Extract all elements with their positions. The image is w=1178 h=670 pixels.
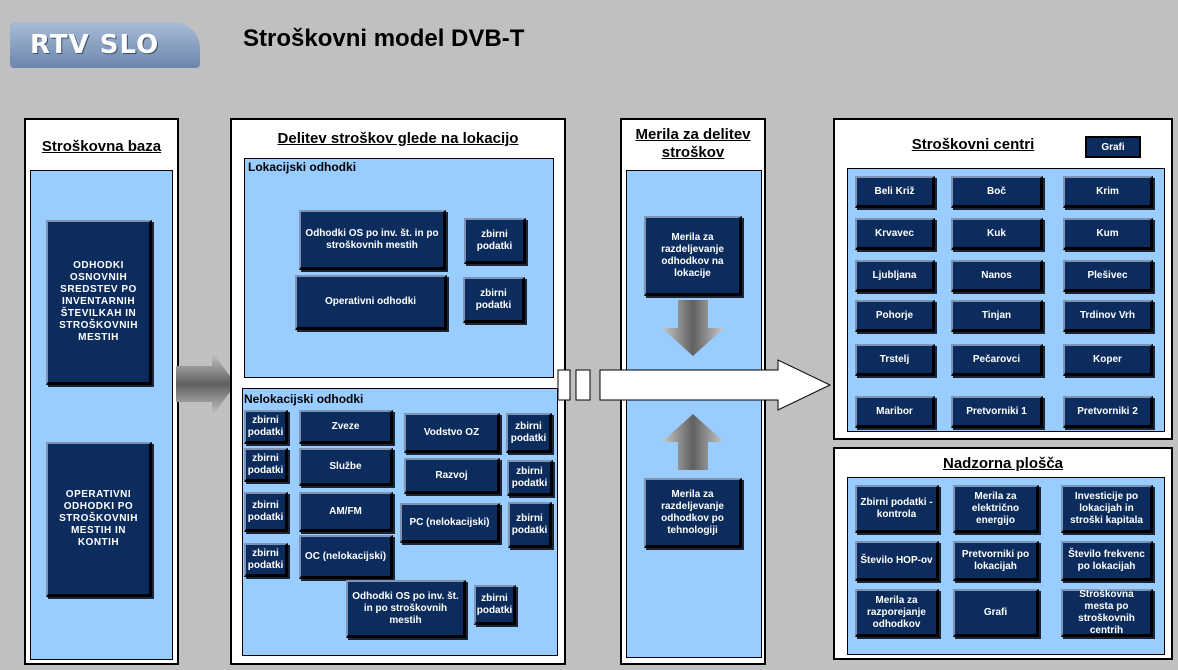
centri-item-15[interactable]: Koper (1063, 344, 1153, 376)
box-operativni-odhodki[interactable]: OPERATIVNI ODHODKI PO STROŠKOVNIH MESTIH… (46, 442, 152, 597)
arrow-right-1 (176, 352, 236, 416)
panel-title-delitev: Delitev stroškov glede na lokacijo (277, 130, 519, 147)
box-lok-os[interactable]: Odhodki OS po inv. št. in po stroškovnih… (299, 210, 446, 270)
box-nelok-zbirni-8[interactable]: zbirni podatki (474, 585, 516, 625)
nelokacijski-label: Nelokacijski odhodki (244, 392, 364, 406)
rtvslo-logo: RTV SLO (10, 22, 200, 68)
box-merila-lokacije[interactable]: Merila za razdeljevanje odhodkov na loka… (644, 216, 742, 296)
nadzorna-item-2[interactable]: Merila za električno energijo (953, 485, 1039, 533)
box-nelok-zbirni-4[interactable]: zbirni podatki (507, 460, 553, 496)
centri-item-12[interactable]: Trdinov Vrh (1063, 300, 1153, 332)
box-merila-tehnologija[interactable]: Merila za razdeljevanje odhodkov po tehn… (644, 478, 742, 548)
arrow-right-big (557, 359, 832, 411)
page-title: Stroškovni model DVB-T (243, 25, 525, 52)
centri-item-7[interactable]: Ljubljana (855, 260, 935, 292)
arrow-up (662, 414, 724, 470)
panel-stroskovna-baza: Stroškovna baza ODHODKI OSNOVNIH SREDSTE… (24, 118, 179, 665)
box-sluzbe[interactable]: Službe (299, 448, 393, 486)
box-nelok-os[interactable]: Odhodki OS po inv. št. in po stroškovnih… (346, 580, 466, 638)
arrow-down (662, 300, 724, 356)
centri-item-10[interactable]: Pohorje (855, 300, 935, 332)
panel-delitev: Delitev stroškov glede na lokacijo Lokac… (230, 118, 566, 665)
box-nelok-zbirni-3[interactable]: zbirni podatki (244, 448, 288, 482)
nadzorna-item-9[interactable]: Stroškovna mesta po stroškovnih centrih (1061, 589, 1153, 637)
panel-title-nadzorna: Nadzorna plošča (942, 455, 1064, 472)
centri-item-14[interactable]: Pečarovci (951, 344, 1043, 376)
centri-item-4[interactable]: Krvavec (855, 218, 935, 250)
centri-item-9[interactable]: Plešivec (1063, 260, 1153, 292)
box-vodstvo-oz[interactable]: Vodstvo OZ (404, 413, 500, 453)
centri-item-11[interactable]: Tinjan (951, 300, 1043, 332)
box-nelok-zbirni-5[interactable]: zbirni podatki (244, 492, 288, 532)
box-nelok-zbirni-7[interactable]: zbirni podatki (244, 543, 288, 577)
centri-item-6[interactable]: Kum (1063, 218, 1153, 250)
panel-title-stroskovna-baza: Stroškovna baza (41, 138, 162, 155)
box-amfm[interactable]: AM/FM (299, 492, 393, 532)
box-lok-operativni[interactable]: Operativni odhodki (295, 275, 447, 330)
box-nelok-zbirni-1[interactable]: zbirni podatki (244, 410, 288, 444)
lokacijski-label: Lokacijski odhodki (248, 160, 357, 174)
centri-item-13[interactable]: Trstelj (855, 344, 935, 376)
nadzorna-item-5[interactable]: Pretvorniki po lokacijah (953, 541, 1039, 581)
box-oc-nelok[interactable]: OC (nelokacijski) (299, 535, 393, 579)
centri-item-2[interactable]: Boč (951, 176, 1043, 208)
box-razvoj[interactable]: Razvoj (404, 458, 500, 494)
box-lok-zbirni-2[interactable]: zbirni podatki (463, 277, 525, 323)
box-odhodki-os[interactable]: ODHODKI OSNOVNIH SREDSTEV PO INVENTARNIH… (46, 220, 152, 385)
nadzorna-item-8[interactable]: Grafi (953, 589, 1039, 637)
nadzorna-item-6[interactable]: Število frekvenc po lokacijah (1061, 541, 1153, 581)
grafi-button[interactable]: Grafi (1085, 136, 1141, 158)
box-pc-nelok[interactable]: PC (nelokacijski) (400, 503, 500, 543)
box-nelok-zbirni-6[interactable]: zbirni podatki (508, 502, 552, 548)
nadzorna-item-3[interactable]: Investicije po lokacijah in stroški kapi… (1061, 485, 1153, 533)
nadzorna-item-4[interactable]: Število HOP-ov (855, 541, 939, 581)
centri-item-16[interactable]: Maribor (855, 396, 935, 428)
box-lok-zbirni-1[interactable]: zbirni podatki (464, 218, 526, 264)
nadzorna-item-1[interactable]: Zbirni podatki - kontrola (855, 485, 939, 533)
panel-stroskovni-centri: Stroškovni centri Grafi Beli Križ Boč Krim… (833, 118, 1173, 440)
box-nelok-zbirni-2[interactable]: zbirni podatki (506, 413, 552, 453)
centri-item-18[interactable]: Pretvorniki 2 (1063, 396, 1153, 428)
box-zveze[interactable]: Zveze (299, 410, 393, 444)
centri-item-5[interactable]: Kuk (951, 218, 1043, 250)
nadzorna-item-7[interactable]: Merila za razporejanje odhodkov (855, 589, 939, 637)
panel-title-centri: Stroškovni centri (911, 136, 1035, 153)
panel-title-merila: Merila za delitev stroškov (635, 126, 751, 161)
centri-item-17[interactable]: Pretvorniki 1 (951, 396, 1043, 428)
centri-item-3[interactable]: Krim (1063, 176, 1153, 208)
panel-nadzorna-plosca: Nadzorna plošča Zbirni podatki - kontrol… (833, 447, 1173, 660)
centri-item-8[interactable]: Nanos (951, 260, 1043, 292)
centri-item-1[interactable]: Beli Križ (855, 176, 935, 208)
